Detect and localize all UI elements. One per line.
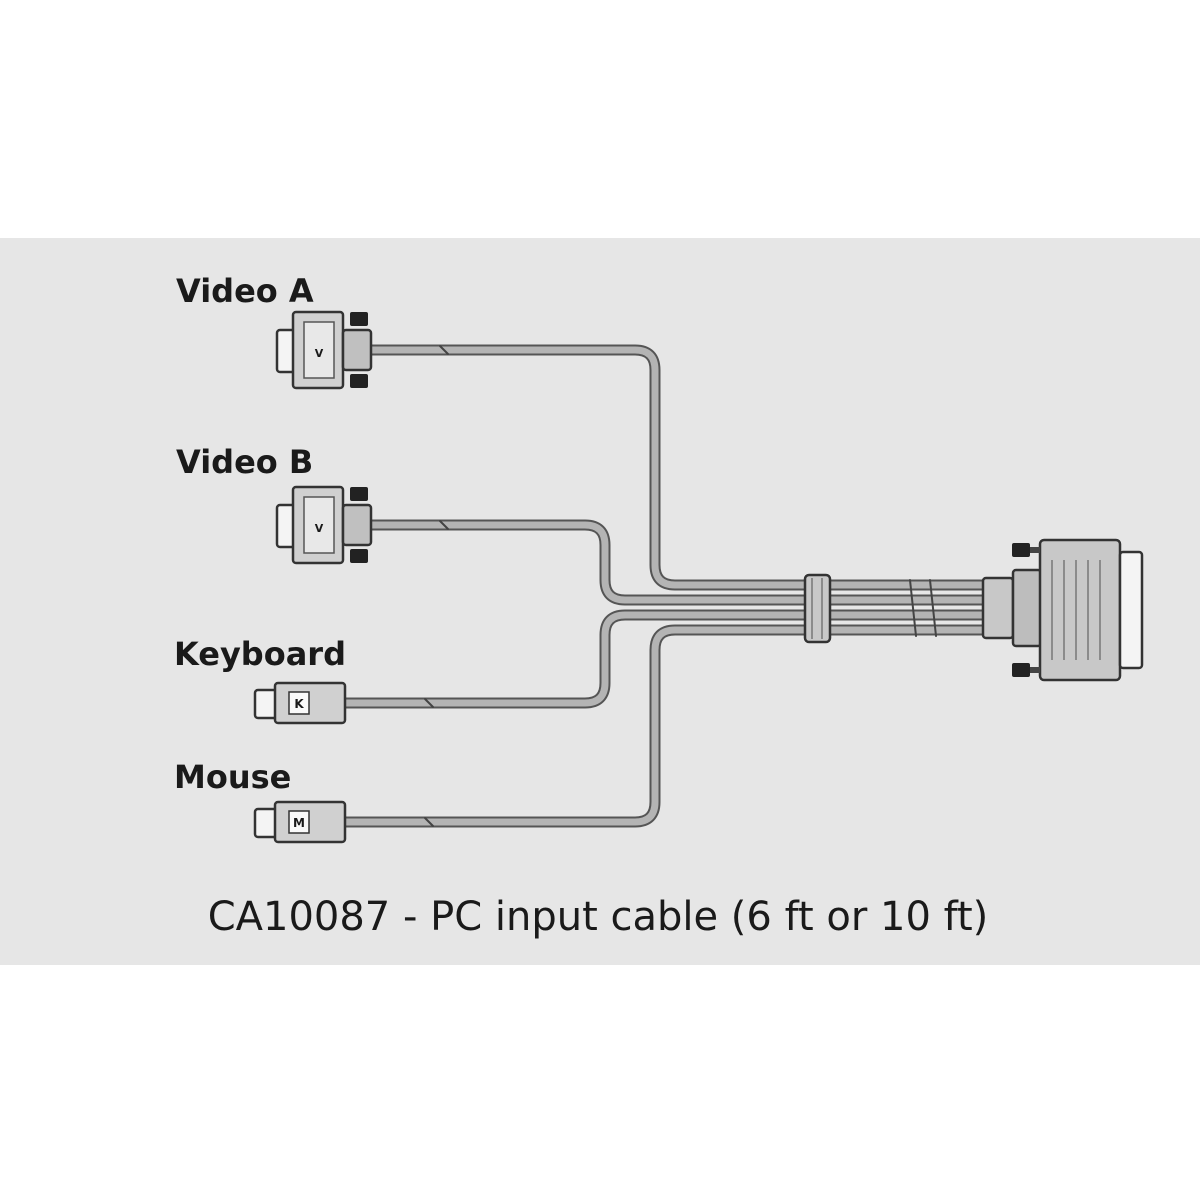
label-mouse: Mouse (174, 758, 291, 796)
ps2-connector-mouse: M (253, 800, 347, 844)
connector-mark-video-a: V (315, 347, 324, 360)
vga-connector-video-b: V (275, 485, 373, 565)
ps2-connector-keyboard: K (253, 681, 347, 725)
diagram-caption: CA10087 - PC input cable (6 ft or 10 ft) (208, 894, 989, 940)
db-connector-main (981, 538, 1144, 682)
label-video-a: Video A (176, 272, 314, 310)
label-video-b: Video B (176, 443, 313, 481)
cable-trunk (824, 579, 991, 636)
thumbscrew-icon (1012, 543, 1030, 557)
cable-mouse (339, 624, 816, 828)
thumbscrew-icon (1012, 663, 1030, 677)
splitter-boot (803, 573, 832, 644)
label-keyboard: Keyboard (174, 635, 346, 673)
connector-mark-keyboard: K (294, 697, 304, 711)
cable-video-a (364, 344, 816, 591)
connector-mark-video-b: V (315, 522, 324, 535)
connector-mark-mouse: M (293, 816, 305, 830)
cables (339, 344, 991, 828)
vga-connector-video-a: V (275, 310, 373, 390)
